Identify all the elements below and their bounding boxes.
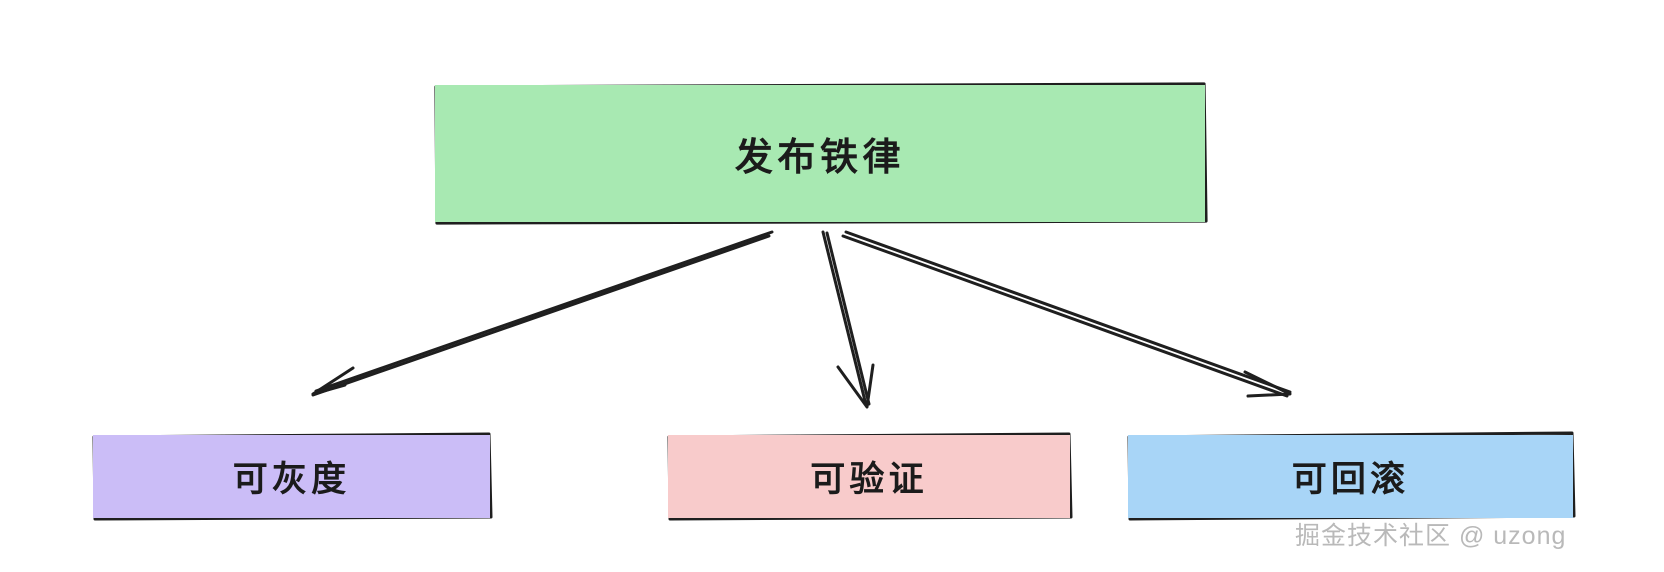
- node-gray-release[interactable]: 可灰度: [93, 435, 490, 518]
- node-rollback-label: 可回滚: [1291, 460, 1410, 499]
- node-release-iron-law[interactable]: 发布铁律: [435, 85, 1205, 222]
- edge-arrow-to-verifiable: [821, 230, 875, 409]
- node-gray-release-label: 可灰度: [232, 460, 351, 499]
- node-release-iron-law-label: 发布铁律: [734, 137, 906, 179]
- edge-arrow-to-gray-release: [311, 230, 774, 397]
- edge-arrow-to-rollback: [841, 230, 1292, 398]
- node-rollback[interactable]: 可回滚: [1128, 435, 1573, 518]
- node-verifiable-label: 可验证: [810, 460, 928, 499]
- watermark: 掘金技术社区 @ uzong: [1295, 522, 1567, 550]
- node-verifiable[interactable]: 可验证: [668, 435, 1070, 518]
